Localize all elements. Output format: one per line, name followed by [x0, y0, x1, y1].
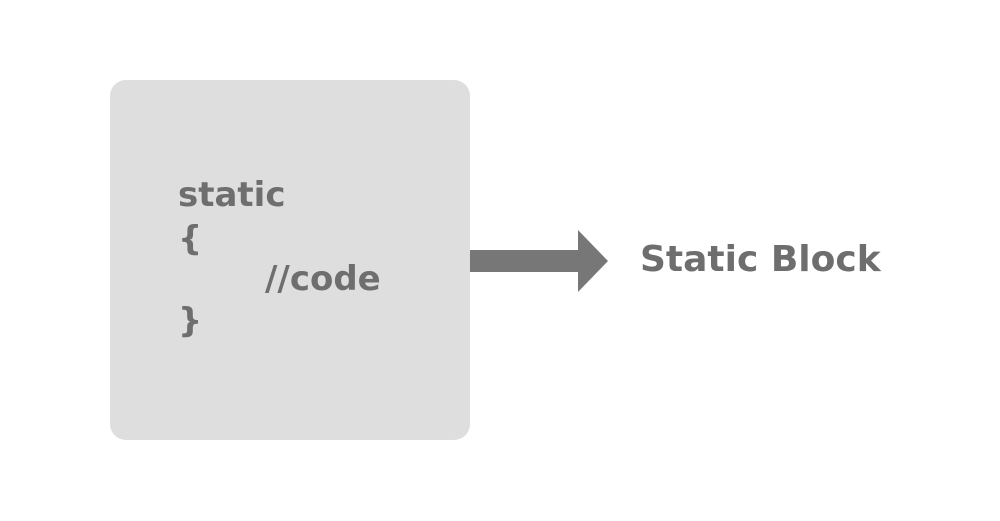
code-open-brace: {: [178, 219, 203, 259]
code-block-box: static { //code }: [110, 80, 470, 440]
code-keyword-static: static: [178, 175, 286, 215]
arrow-shape: [470, 230, 608, 292]
right-arrow-icon: [470, 230, 608, 292]
static-block-label: Static Block: [640, 239, 881, 280]
code-comment: //code: [265, 259, 381, 299]
code-close-brace: }: [178, 301, 203, 341]
